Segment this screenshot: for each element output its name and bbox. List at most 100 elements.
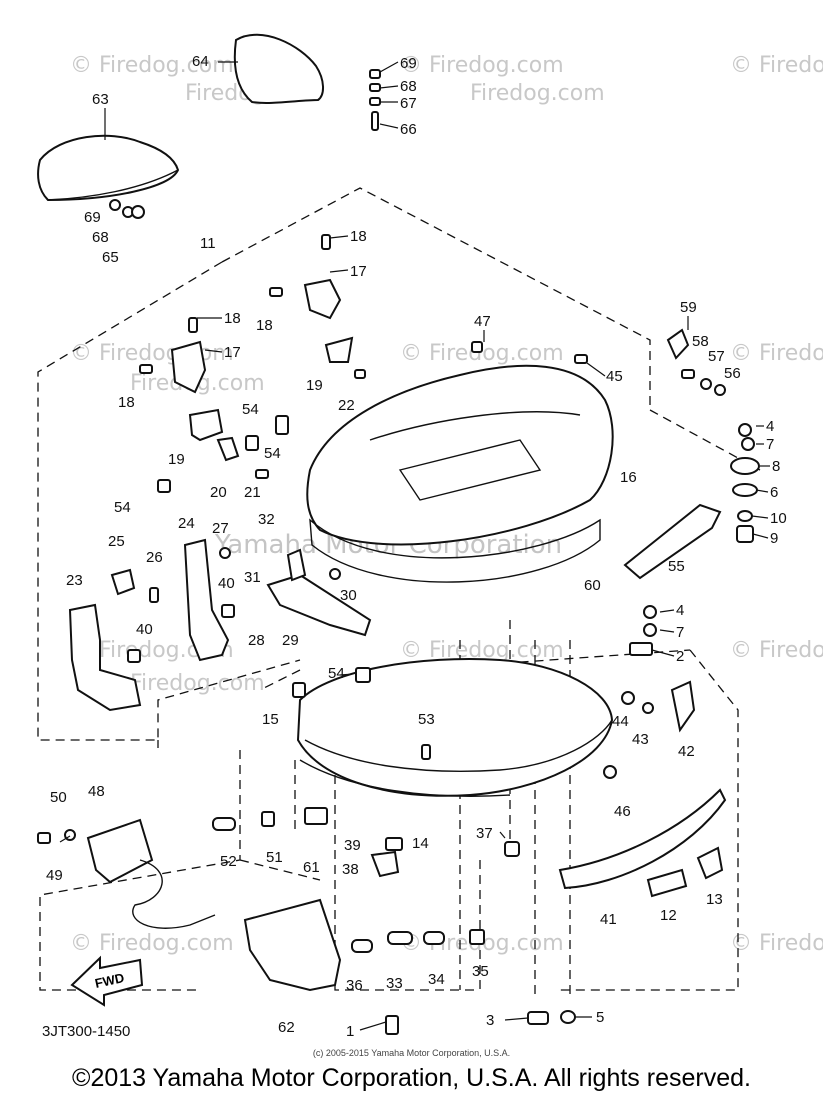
callout: 43 xyxy=(632,731,649,748)
callout: 37 xyxy=(476,825,493,842)
callout: 67 xyxy=(400,95,417,112)
callout: 13 xyxy=(706,891,723,908)
callout: 28 xyxy=(248,632,265,649)
callout: 11 xyxy=(200,235,216,252)
callout: 18 xyxy=(256,317,273,334)
callout: 17 xyxy=(224,344,241,361)
callout: 10 xyxy=(770,510,787,527)
callout: 3 xyxy=(486,1012,494,1029)
callout: 15 xyxy=(262,711,279,728)
callout: 38 xyxy=(342,861,359,878)
callout: 4 xyxy=(676,602,684,619)
watermark: © Firedog.com xyxy=(70,931,234,956)
callout: 18 xyxy=(118,394,135,411)
callout: 55 xyxy=(668,558,685,575)
watermark: Firedog.com xyxy=(130,671,265,696)
callout: 45 xyxy=(606,368,623,385)
callout: 40 xyxy=(218,575,235,592)
callout: 16 xyxy=(620,469,637,486)
callout: 59 xyxy=(680,299,697,316)
watermark: © Firedog.com xyxy=(730,53,823,78)
callout: 1 xyxy=(346,1023,354,1040)
callout: 22 xyxy=(338,397,355,414)
callout: 18 xyxy=(224,310,241,327)
callout: 27 xyxy=(212,520,229,537)
seat-pad-64 xyxy=(233,33,324,104)
callout: 26 xyxy=(146,549,163,566)
callout: 23 xyxy=(66,572,83,589)
callout: 54 xyxy=(264,445,281,462)
callout: 42 xyxy=(678,743,695,760)
small-copyright-line: (c) 2005-2015 Yamaha Motor Corporation, … xyxy=(312,1048,511,1058)
drawing-code: 3JT300-1450 xyxy=(42,1023,130,1040)
callout: 53 xyxy=(418,711,435,728)
callout: 52 xyxy=(220,853,237,870)
watermark: © Firedog.com xyxy=(730,931,823,956)
forward-arrow-icon: FWD xyxy=(70,955,144,1007)
callout: 29 xyxy=(282,632,299,649)
trim-55 xyxy=(623,503,722,580)
callout: 60 xyxy=(584,577,601,594)
callout: 18 xyxy=(350,228,367,245)
watermark: © Firedog.com xyxy=(70,341,234,366)
callout: 69 xyxy=(400,55,417,72)
watermark: © Firedog.com xyxy=(730,341,823,366)
callout: 6 xyxy=(770,484,778,501)
callout: 65 xyxy=(102,249,119,266)
callout: 68 xyxy=(92,229,109,246)
callout: 36 xyxy=(346,977,363,994)
callout: 47 xyxy=(474,313,491,330)
callout: 25 xyxy=(108,533,125,550)
seat-pad-63 xyxy=(37,134,180,202)
callout: 33 xyxy=(386,975,403,992)
callout: 5 xyxy=(596,1009,604,1026)
callout: 46 xyxy=(614,803,631,820)
callout: 34 xyxy=(428,971,445,988)
lamp-48 xyxy=(86,818,216,929)
watermark: © Firedog.com xyxy=(730,638,823,663)
watermark: © Firedog.com xyxy=(70,53,234,78)
callout: 61 xyxy=(303,859,320,876)
callout: 39 xyxy=(344,837,361,854)
callout: 17 xyxy=(350,263,367,280)
footer-copyright: ©2013 Yamaha Motor Corporation, U.S.A. A… xyxy=(72,1064,751,1092)
callout: 49 xyxy=(46,867,63,884)
top-case-base xyxy=(296,658,614,797)
callout: 7 xyxy=(766,436,774,453)
watermark: Firedog.com xyxy=(470,81,605,106)
callout: 2 xyxy=(676,648,684,665)
callout: 54 xyxy=(114,499,131,516)
callout: 44 xyxy=(612,713,629,730)
exploded-parts-diagram: © Firedog.com © Firedog.com © Firedog.co… xyxy=(37,33,823,1040)
callout: 19 xyxy=(168,451,185,468)
fwd-label: FWD xyxy=(94,970,126,991)
bracket-23 xyxy=(68,603,142,712)
callout: 62 xyxy=(278,1019,295,1036)
callout: 41 xyxy=(600,911,617,928)
leader-lines xyxy=(59,61,770,1031)
cover-62 xyxy=(243,898,342,992)
callout: 7 xyxy=(676,624,684,641)
callout: 14 xyxy=(412,835,429,852)
callout: 4 xyxy=(766,418,774,435)
callout: 51 xyxy=(266,849,283,866)
bracket-24 xyxy=(183,538,230,662)
trim-41 xyxy=(558,788,727,890)
callout: 66 xyxy=(400,121,417,138)
callout: 69 xyxy=(84,209,101,226)
callout: 50 xyxy=(50,789,67,806)
callout: 32 xyxy=(258,511,275,528)
callout: 54 xyxy=(328,665,345,682)
callout: 40 xyxy=(136,621,153,638)
callout: 57 xyxy=(708,348,725,365)
callout: 35 xyxy=(472,963,489,980)
callout: 19 xyxy=(306,377,323,394)
callout: 63 xyxy=(92,91,109,108)
callout: 56 xyxy=(724,365,741,382)
hinge-28 xyxy=(266,573,372,637)
callout: 64 xyxy=(192,53,209,70)
callout: 48 xyxy=(88,783,105,800)
small-hardware xyxy=(37,69,760,1035)
callout: 30 xyxy=(340,587,357,604)
